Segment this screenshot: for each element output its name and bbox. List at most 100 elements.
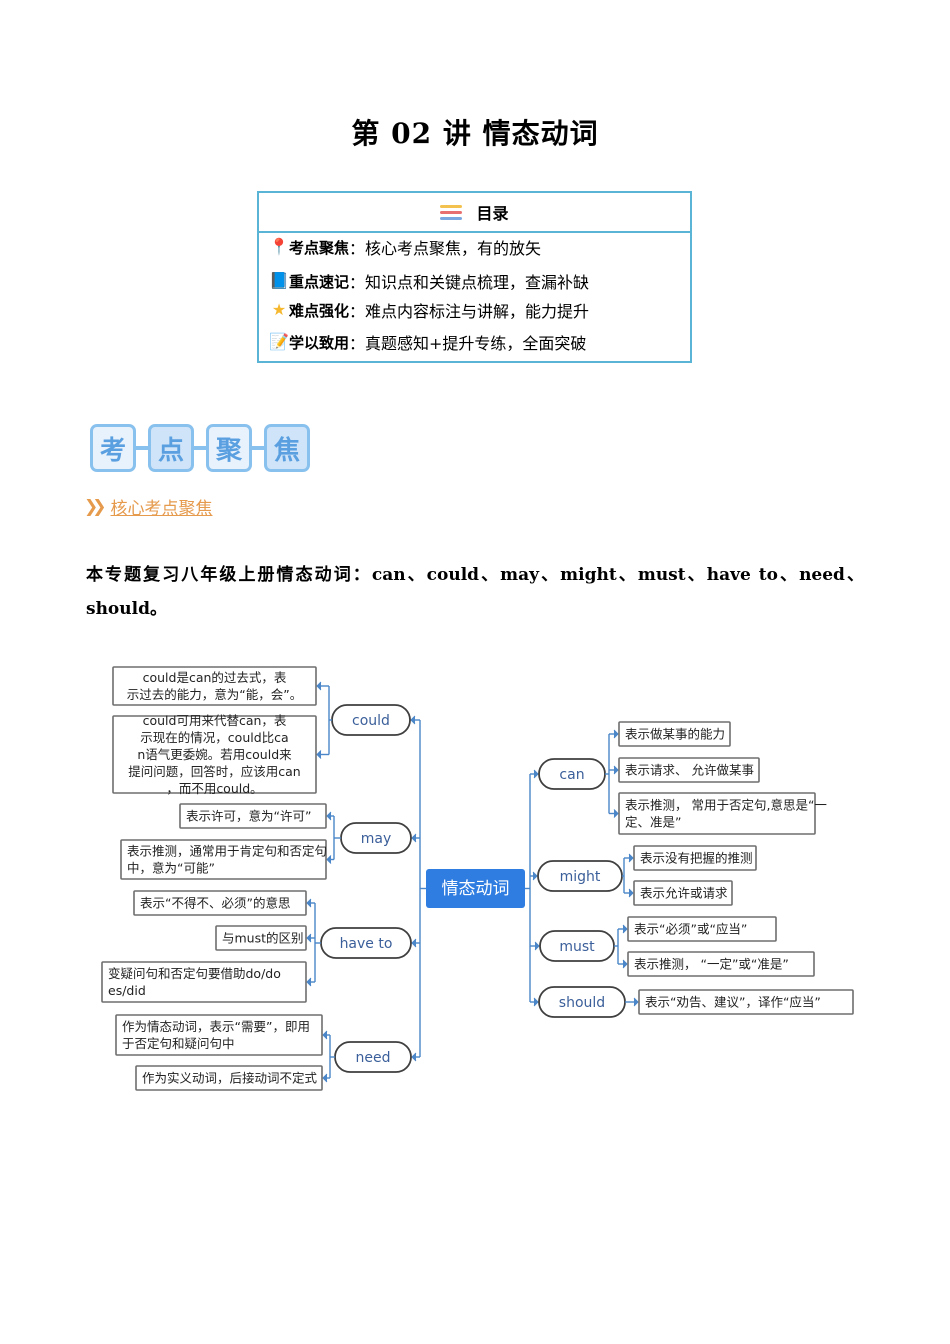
right-branch-arrow xyxy=(533,769,539,779)
left-branch-arrow xyxy=(411,938,417,948)
left-note-3-0-box xyxy=(115,1014,323,1056)
badge-char: 考 xyxy=(90,424,136,472)
left-verb-2-label: have to xyxy=(340,936,393,952)
right-note-arrow xyxy=(613,729,619,739)
left-note-3-0-text: 于否定句和疑问句中 xyxy=(122,1036,235,1051)
right-note-1-0-text: 表示没有把握的推测 xyxy=(640,851,753,866)
left-note-0-0-box xyxy=(112,666,317,706)
left-note-arrow xyxy=(306,933,312,943)
left-note-arrow xyxy=(306,898,312,908)
right-verb-3-label: should xyxy=(559,995,605,1011)
left-verb-0-label: could xyxy=(352,713,390,729)
right-verb-0-label: can xyxy=(559,767,584,783)
toc-header: 目录 xyxy=(259,193,690,233)
table-of-contents: 目录 📍 考点聚焦 ：核心考点聚焦，有的放矢 📘 重点速记 ：知识点和关键点梳理… xyxy=(257,191,692,363)
right-note-arrow xyxy=(633,997,639,1007)
edit-icon: 📝 xyxy=(269,332,289,351)
left-note-arrow xyxy=(322,1030,328,1040)
left-note-0-1-text: 提问问题，回答时，应该用can xyxy=(128,764,300,779)
section-link[interactable]: ❯❯ 核心考点聚焦 xyxy=(84,494,213,520)
right-note-0-1-text: 表示请求、 允许做某事 xyxy=(625,763,754,778)
map-pin-icon: 📍 xyxy=(269,237,289,256)
right-note-1-1-box xyxy=(633,880,733,906)
badge-char: 点 xyxy=(148,424,194,472)
right-note-3-0-box xyxy=(638,989,854,1015)
left-note-2-0-text: 表示“不得不、必须”的意思 xyxy=(140,896,290,911)
right-verb-2-label: must xyxy=(559,939,595,955)
right-note-0-0-box xyxy=(618,721,731,747)
left-note-0-1-text: n语气更委婉。若用could来 xyxy=(137,747,292,762)
right-note-3-0-text: 表示“劝告、建议”，译作“应当” xyxy=(645,995,821,1010)
right-note-0-1-box xyxy=(618,757,760,783)
toc-item-key: 学以致用 xyxy=(289,333,350,352)
right-verb-1-label: might xyxy=(560,869,601,885)
toc-item-difficult[interactable]: ★ 难点强化 ：难点内容标注与讲解，能力提升 xyxy=(269,298,589,322)
left-note-1-1-text: 中，意为“可能” xyxy=(127,861,215,876)
left-note-arrow xyxy=(322,1073,328,1083)
toc-item-desc: ：真题感知+提升专练，全面突破 xyxy=(349,334,587,353)
left-note-1-0-box xyxy=(179,803,327,829)
right-note-arrow xyxy=(628,853,634,863)
toc-item-desc: ：知识点和关键点梳理，查漏补缺 xyxy=(349,273,590,292)
left-note-3-0-text: 作为情态动词，表示“需要”，即用 xyxy=(122,1019,310,1034)
left-note-0-1-text: could可用来代替can，表 xyxy=(143,713,287,728)
right-note-1-0-box xyxy=(633,845,757,871)
page-title: 第 02 讲 情态动词 xyxy=(351,117,599,150)
right-note-1-1-text: 表示允许或请求 xyxy=(640,886,728,901)
right-note-2-1-text: 表示推测， “一定”或“准是” xyxy=(634,957,789,972)
left-note-0-1-box xyxy=(112,715,317,794)
toc-item-desc: ：核心考点聚焦，有的放矢 xyxy=(349,239,542,258)
section-link-text: 核心考点聚焦 xyxy=(110,499,213,519)
left-note-arrow xyxy=(326,811,332,821)
right-note-2-0-text: 表示“必须”或“应当” xyxy=(634,922,747,937)
toc-item-key: 考点聚焦 xyxy=(289,238,350,257)
mindmap-center-box xyxy=(426,869,525,908)
toc-item-focus[interactable]: 📍 考点聚焦 ：核心考点聚焦，有的放矢 xyxy=(269,235,541,259)
right-note-arrow xyxy=(613,809,619,818)
left-branch-arrow xyxy=(411,833,417,843)
list-icon xyxy=(440,204,463,220)
badge-connector xyxy=(194,446,206,450)
left-note-1-1-box xyxy=(120,839,327,880)
left-verb-1-label: may xyxy=(361,831,392,847)
intro-paragraph: 本专题复习八年级上册情态动词：can、could、may、might、must、… xyxy=(86,565,864,619)
right-note-arrow xyxy=(622,959,628,969)
left-note-2-2-box xyxy=(101,961,307,1003)
toc-item-key: 难点强化 xyxy=(289,301,350,320)
left-note-0-1-text: 示现在的情况，could比ca xyxy=(140,730,288,745)
right-note-arrow xyxy=(613,765,619,775)
right-note-2-0-box xyxy=(627,916,777,942)
star-icon: ★ xyxy=(271,300,287,319)
right-branch-arrow xyxy=(534,941,540,951)
badge-char: 焦 xyxy=(264,424,310,472)
left-note-arrow xyxy=(316,750,322,759)
toc-item-key: 重点速记 xyxy=(289,272,350,291)
right-note-2-1-box xyxy=(627,951,815,977)
left-note-arrow xyxy=(316,681,322,691)
left-branch-arrow xyxy=(411,1052,417,1062)
left-note-2-1-box xyxy=(215,925,307,951)
mindmap-center-label: 情态动词 xyxy=(442,879,510,899)
toc-item-desc: ：难点内容标注与讲解，能力提升 xyxy=(349,302,590,321)
toc-item-notes[interactable]: 📘 重点速记 ：知识点和关键点梳理，查漏补缺 xyxy=(269,269,589,293)
left-note-arrow xyxy=(306,977,312,987)
left-note-3-1-box xyxy=(135,1065,323,1091)
left-note-2-2-text: 变疑问句和否定句要借助do/do xyxy=(108,966,281,981)
right-note-0-2-box xyxy=(618,792,816,835)
left-note-1-1-text: 表示推测，通常用于肯定句和否定句 xyxy=(127,844,327,859)
section-badges: 考 点 聚 焦 xyxy=(90,424,310,472)
right-note-arrow xyxy=(622,924,628,934)
toc-item-practice[interactable]: 📝 学以致用 ：真题感知+提升专练，全面突破 xyxy=(269,330,586,354)
left-note-2-0-box xyxy=(133,890,307,916)
book-icon: 📘 xyxy=(269,271,289,290)
right-note-0-0-text: 表示做某事的能力 xyxy=(625,727,725,742)
left-branch-arrow xyxy=(410,715,416,725)
left-note-arrow xyxy=(326,855,332,864)
left-note-0-0-text: 示过去的能力，意为“能，会”。 xyxy=(127,687,302,702)
left-note-0-0-text: could是can的过去式，表 xyxy=(143,670,287,685)
left-note-2-2-text: es/did xyxy=(108,983,146,998)
badge-connector xyxy=(252,446,264,450)
right-note-0-2-text: 表示推测， 常用于否定句,意思是“一 xyxy=(625,798,827,813)
left-note-2-1-text: 与must的区别 xyxy=(222,931,304,946)
